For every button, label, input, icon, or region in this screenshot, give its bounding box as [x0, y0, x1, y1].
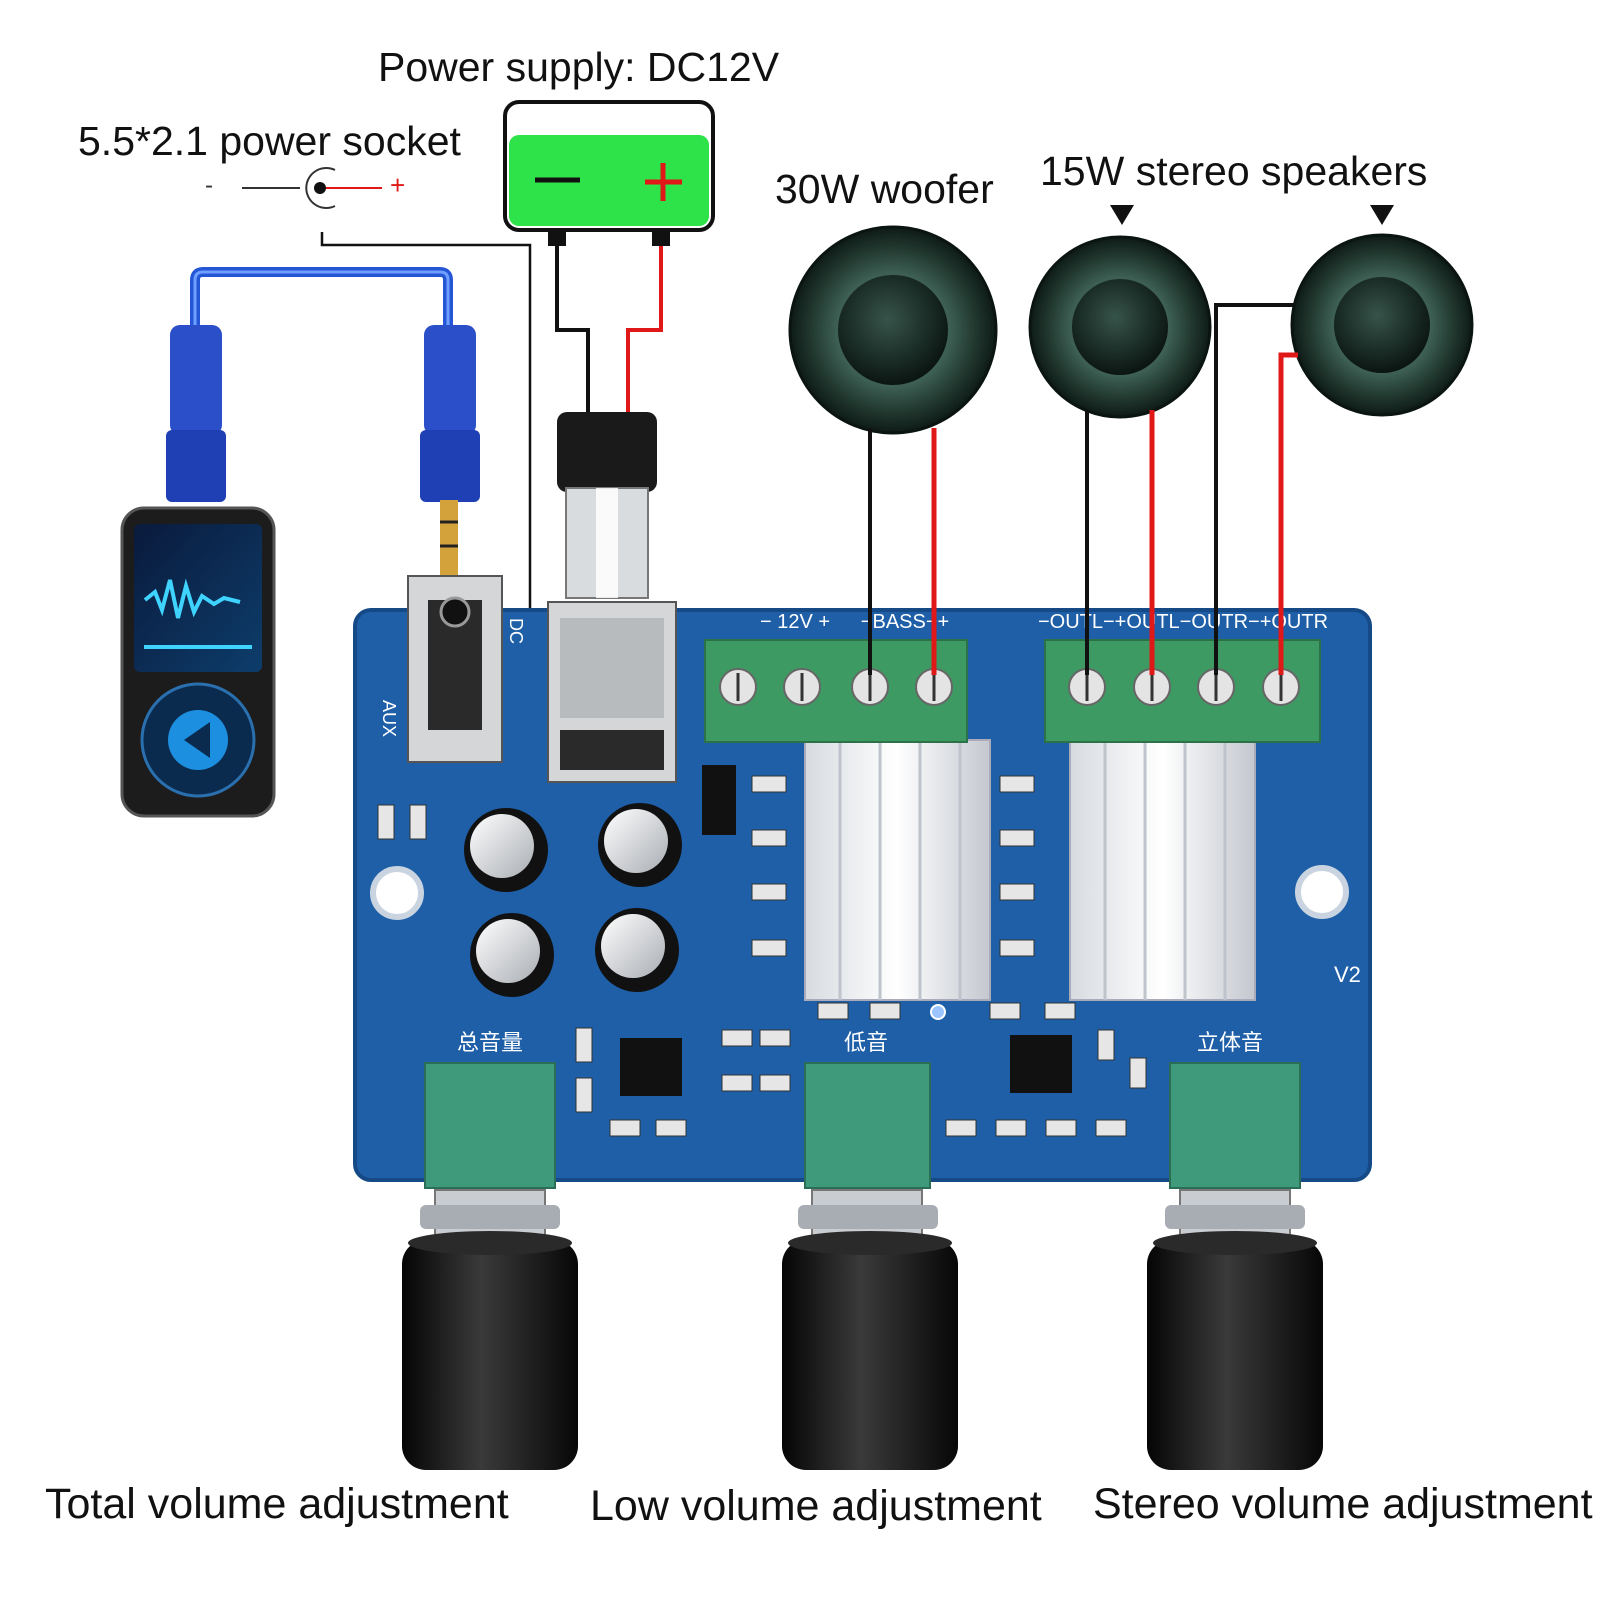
- right-wire-red: [1278, 352, 1298, 675]
- board-version-label: V2: [1334, 962, 1361, 987]
- aux-cable-icon: [166, 267, 480, 578]
- arrow-down-icon: [1110, 205, 1134, 225]
- heatsink-right: [1069, 739, 1256, 1001]
- right-speaker-icon: [1290, 233, 1474, 417]
- board-terminal-out-label: −OUTL−+OUTL−OUTR−+OUTR: [1038, 611, 1328, 633]
- pot-label-stereo: 立体音: [1197, 1031, 1263, 1056]
- socket-plus-label: +: [390, 170, 406, 200]
- board-terminal-power-label: − 12V +: [760, 611, 830, 633]
- media-player-icon: [120, 506, 276, 818]
- board-aux-label: AUX: [379, 700, 399, 737]
- right-wire-black: [1214, 303, 1294, 675]
- stereo-volume-label: Stereo volume adjustment: [1093, 1480, 1593, 1528]
- socket-symbol-icon: [242, 167, 382, 245]
- stereo-volume-knob[interactable]: [1147, 1062, 1323, 1470]
- arrow-down-icon: [1370, 205, 1394, 225]
- board-terminal-bass-label: −BASS−+: [861, 611, 949, 633]
- power-wire-black: [555, 246, 590, 415]
- power-supply-label: Power supply: DC12V: [378, 44, 780, 90]
- socket-minus-label: -: [205, 172, 213, 199]
- pot-label-low: 低音: [844, 1031, 888, 1056]
- low-volume-knob[interactable]: [782, 1062, 958, 1470]
- left-speaker-icon: [1028, 235, 1212, 419]
- pot-label-total: 总音量: [457, 1031, 523, 1056]
- total-volume-knob[interactable]: [402, 1062, 578, 1470]
- dc-plug-icon: [557, 412, 657, 599]
- woofer-label: 30W woofer: [775, 166, 994, 212]
- battery-minus-label: −: [534, 150, 535, 151]
- woofer-speaker-icon: [788, 225, 998, 435]
- low-volume-label: Low volume adjustment: [590, 1482, 1042, 1530]
- battery-plus-label: +: [648, 150, 649, 151]
- board-dc-label: DC: [506, 618, 526, 644]
- amplifier-board: − 12V + −BASS−+ −OUTL−+OUTL−OUTR−+OUTR A…: [353, 575, 1372, 1182]
- heatsink-left: [804, 739, 991, 1001]
- power-socket-label: 5.5*2.1 power socket: [78, 118, 461, 164]
- stereo-speakers-label: 15W stereo speakers: [1040, 148, 1428, 194]
- power-wire-red: [626, 246, 663, 415]
- total-volume-label: Total volume adjustment: [45, 1480, 509, 1528]
- led-indicator: [930, 1004, 946, 1020]
- battery-icon: [503, 100, 715, 246]
